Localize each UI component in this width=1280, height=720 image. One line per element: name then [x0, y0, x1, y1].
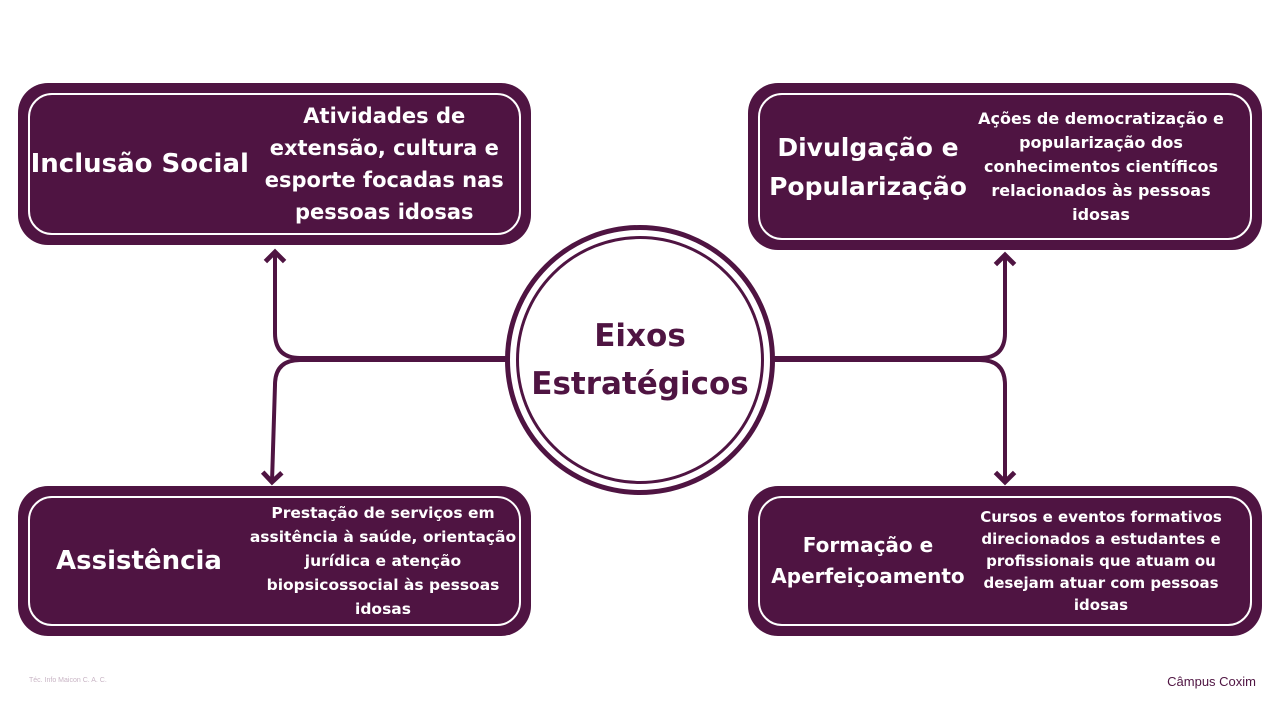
axis-card-formacao: Formação e Aperfeiçoamento Cursos e even…	[748, 486, 1262, 636]
axis-description: Atividades de extensão, cultura e esport…	[264, 104, 504, 224]
axis-card-inclusao-social: Inclusão Social Atividades de extensão, …	[18, 83, 531, 245]
axis-title: Formação e Aperfeiçoamento	[771, 533, 965, 588]
axis-description: Ações de democratização e popularização …	[978, 108, 1224, 224]
center-circle: Eixos Estratégicos	[505, 225, 775, 495]
connector-inclusao	[263, 248, 510, 360]
axis-description: Prestação de serviços em assitência à sa…	[249, 504, 517, 618]
axis-card-divulgacao: Divulgação e Popularização Ações de demo…	[748, 83, 1262, 250]
center-title-line1: Eixos	[594, 318, 686, 354]
axis-title: Divulgação e Popularização	[769, 132, 967, 201]
connector-assistencia	[260, 358, 510, 486]
connector-divulgacao	[770, 251, 1017, 360]
axis-description: Cursos e eventos formativos direcionados…	[980, 508, 1222, 614]
credit-text: Téc. Info Maicon C. A. C.	[29, 677, 107, 684]
axis-title: Assistência	[56, 546, 222, 576]
axis-card-assistencia: Assistência Prestação de serviços em ass…	[18, 486, 531, 636]
center-title-line2: Estratégicos	[531, 366, 749, 402]
campus-text: Câmpus Coxim	[1167, 674, 1256, 689]
axis-title: Inclusão Social	[30, 148, 249, 179]
connector-formacao	[770, 358, 1017, 486]
